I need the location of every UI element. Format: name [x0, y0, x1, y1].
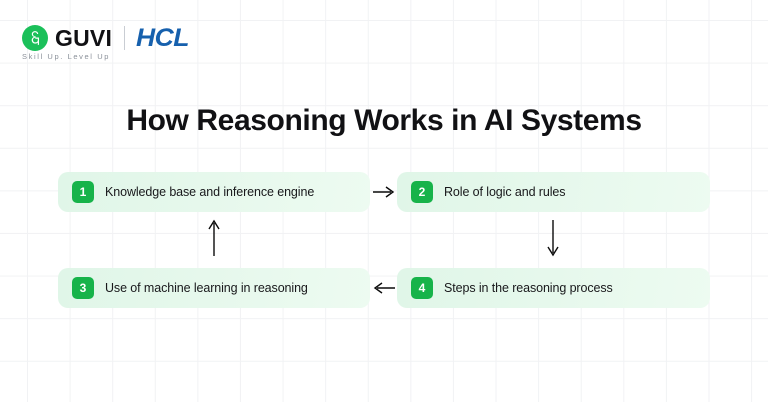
- step-label: Use of machine learning in reasoning: [105, 281, 308, 295]
- arrow-left-icon: [372, 278, 396, 298]
- step-label: Role of logic and rules: [444, 185, 566, 199]
- flow-step-2[interactable]: 2 Role of logic and rules: [397, 172, 710, 212]
- step-label: Knowledge base and inference engine: [105, 185, 315, 199]
- flow-step-1[interactable]: 1 Knowledge base and inference engine: [58, 172, 370, 212]
- step-number-badge: 3: [72, 277, 94, 299]
- page-title: How Reasoning Works in AI Systems: [126, 104, 642, 137]
- brand-divider: [124, 26, 126, 50]
- flow-step-3[interactable]: 3 Use of machine learning in reasoning: [58, 268, 370, 308]
- step-label: Steps in the reasoning process: [444, 281, 613, 295]
- guvi-g-mark-icon: [22, 25, 48, 51]
- flow-step-4[interactable]: 4 Steps in the reasoning process: [397, 268, 710, 308]
- step-number-badge: 4: [411, 277, 433, 299]
- brand-lockup: GUVI HCL: [22, 23, 189, 53]
- brand-tagline: Skill Up. Level Up: [22, 52, 110, 61]
- hcl-wordmark: HCL: [136, 23, 189, 52]
- step-number-badge: 2: [411, 181, 433, 203]
- arrow-up-icon: [205, 219, 223, 257]
- step-number-badge: 1: [72, 181, 94, 203]
- arrow-right-icon: [372, 182, 396, 202]
- guvi-wordmark: GUVI: [55, 24, 113, 51]
- arrow-down-icon: [544, 219, 562, 257]
